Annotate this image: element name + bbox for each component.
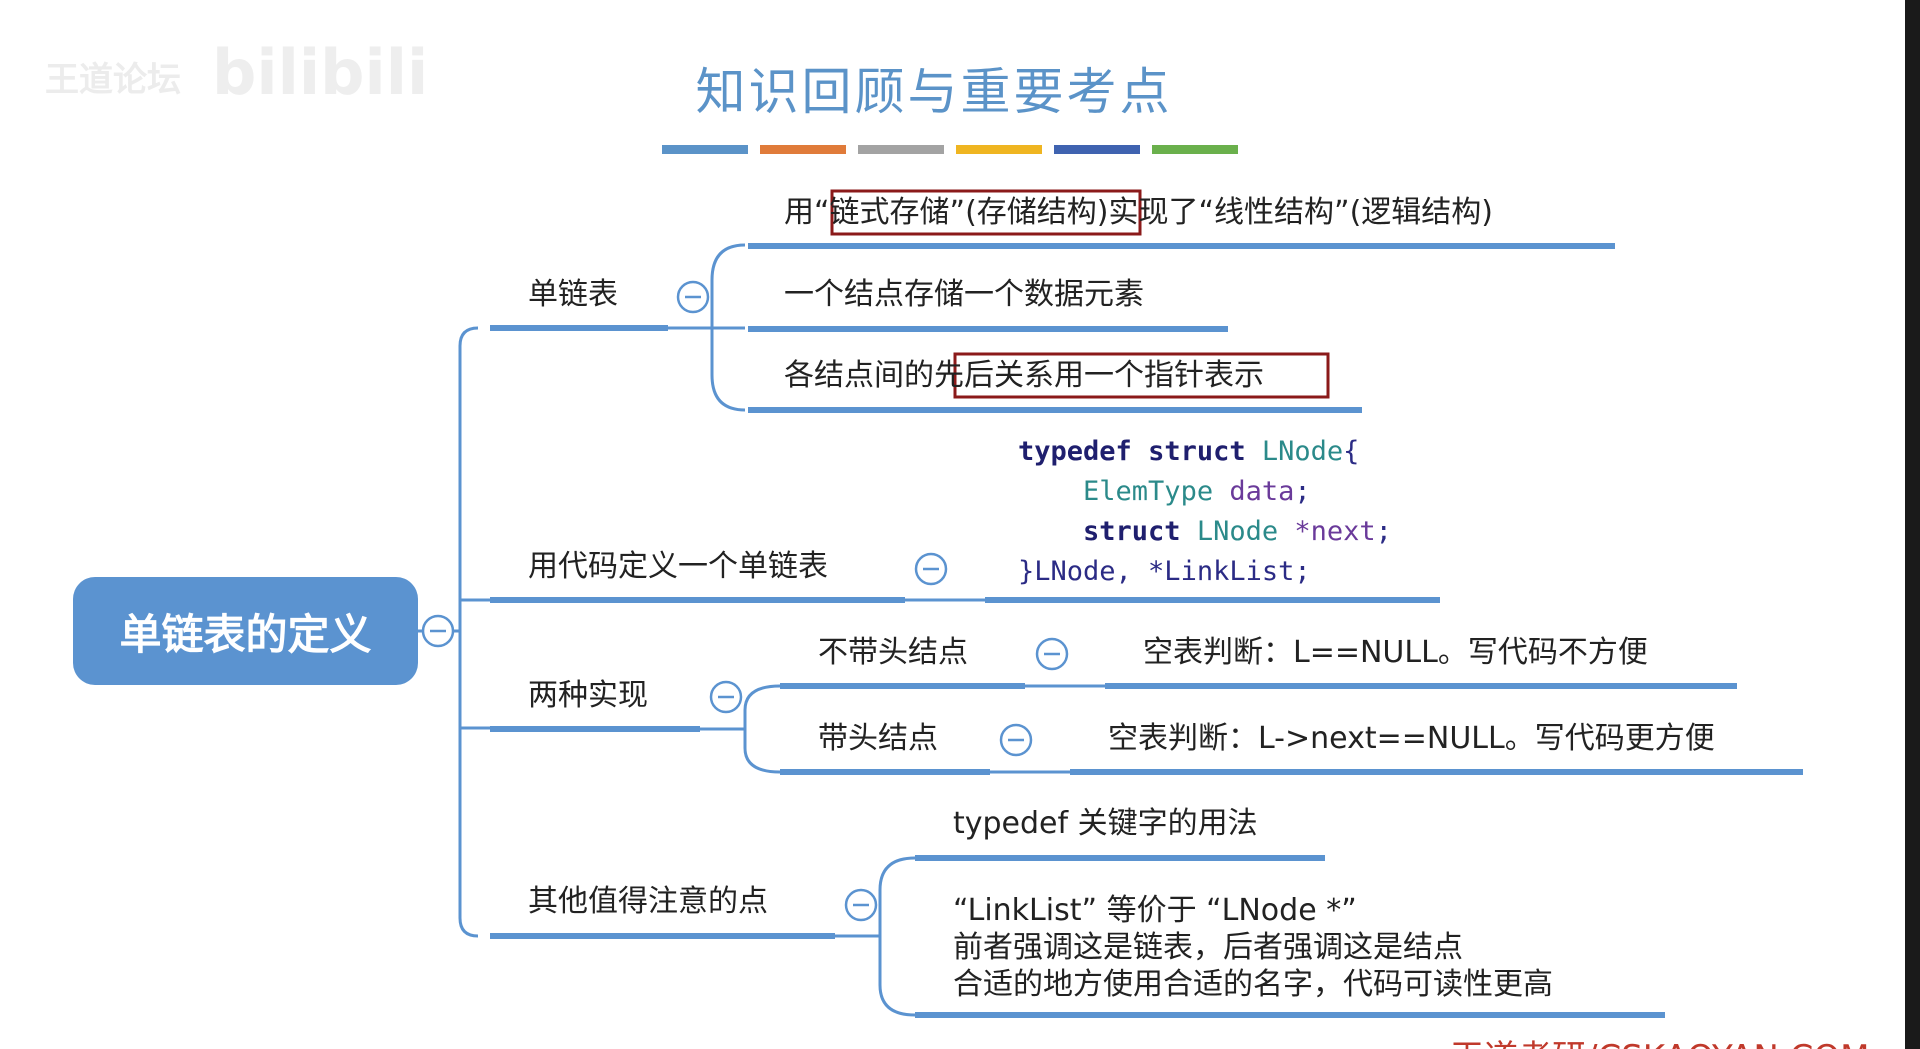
- code-keyword: typedef: [1018, 436, 1132, 467]
- connector-b3-children: [743, 684, 781, 774]
- code-type: ElemType: [1083, 476, 1214, 507]
- node-no-head-node: 不带头结点: [818, 635, 968, 670]
- minus-circle-icon[interactable]: [421, 614, 455, 648]
- code-type: LNode: [1196, 516, 1279, 547]
- minus-circle-icon[interactable]: [1035, 637, 1069, 671]
- note-line: 前者强调这是链表，后者强调这是结点: [953, 930, 1463, 965]
- color-swatch: [760, 145, 846, 154]
- node-head-detail: 空表判断：L->next==NULL。写代码更方便: [1108, 721, 1715, 756]
- code-block: typedef struct LNode{ ElemType data; str…: [1018, 432, 1392, 592]
- code-identifier: data: [1229, 476, 1295, 507]
- code-keyword: struct: [1148, 436, 1246, 467]
- code-punct: {: [1343, 436, 1360, 467]
- highlight-box-storage: [830, 189, 1142, 236]
- node-linked-storage: 用“链式存储”(存储结构)实现了“线性结构”(逻辑结构): [784, 195, 1493, 230]
- note-line: “LinkList” 等价于 “LNode *”: [953, 893, 1357, 928]
- code-identifier: *next: [1294, 516, 1376, 547]
- node-head-node: 带头结点: [818, 721, 938, 756]
- footer-watermark: 王道考研/CSKAOYAN.COM: [1450, 1030, 1870, 1049]
- color-swatch: [1152, 145, 1238, 154]
- page-title: 知识回顾与重要考点: [695, 63, 1173, 121]
- color-swatch: [662, 145, 748, 154]
- code-punct: ;: [1375, 516, 1392, 547]
- minus-circle-icon[interactable]: [914, 552, 948, 586]
- note-line: 合适的地方使用合适的名字，代码可读性更高: [953, 967, 1553, 1002]
- root-node[interactable]: 单链表的定义: [73, 577, 418, 685]
- node-pointer-order: 各结点间的先后关系用一个指针表示: [784, 358, 1264, 393]
- node-no-head-detail: 空表判断：L==NULL。写代码不方便: [1143, 635, 1648, 670]
- watermark-logo: 王道论坛: [45, 60, 181, 100]
- minus-circle-icon[interactable]: [709, 680, 743, 714]
- window-edge: [1905, 0, 1920, 1049]
- node-one-element-per-node: 一个结点存储一个数据元素: [784, 277, 1144, 312]
- minus-circle-icon[interactable]: [844, 888, 878, 922]
- connector-b4-children: [878, 856, 916, 1017]
- code-keyword: struct: [1083, 516, 1181, 547]
- color-swatch: [1054, 145, 1140, 154]
- branch-label-code-definition[interactable]: 用代码定义一个单链表: [528, 549, 828, 584]
- connector-trunk: [458, 326, 479, 938]
- highlight-box-pointer: [953, 352, 1330, 399]
- node-typedef-usage: typedef 关键字的用法: [953, 806, 1258, 841]
- color-swatch: [858, 145, 944, 154]
- branch-label-singly-linked-list[interactable]: 单链表: [528, 277, 618, 312]
- branch-label-other-notes[interactable]: 其他值得注意的点: [528, 884, 768, 919]
- watermark-brand: bilibili: [212, 36, 429, 109]
- color-swatch: [956, 145, 1042, 154]
- code-punct: ;: [1294, 476, 1311, 507]
- minus-circle-icon[interactable]: [676, 280, 710, 314]
- code-punct: }: [1018, 556, 1035, 587]
- branch-label-two-implementations[interactable]: 两种实现: [528, 678, 648, 713]
- code-identifier: LNode, *LinkList;: [1034, 556, 1311, 587]
- node-naming-note: “LinkList” 等价于 “LNode *” 前者强调这是链表，后者强调这是…: [953, 892, 1553, 1003]
- minus-circle-icon[interactable]: [999, 723, 1033, 757]
- code-type: LNode: [1261, 436, 1344, 467]
